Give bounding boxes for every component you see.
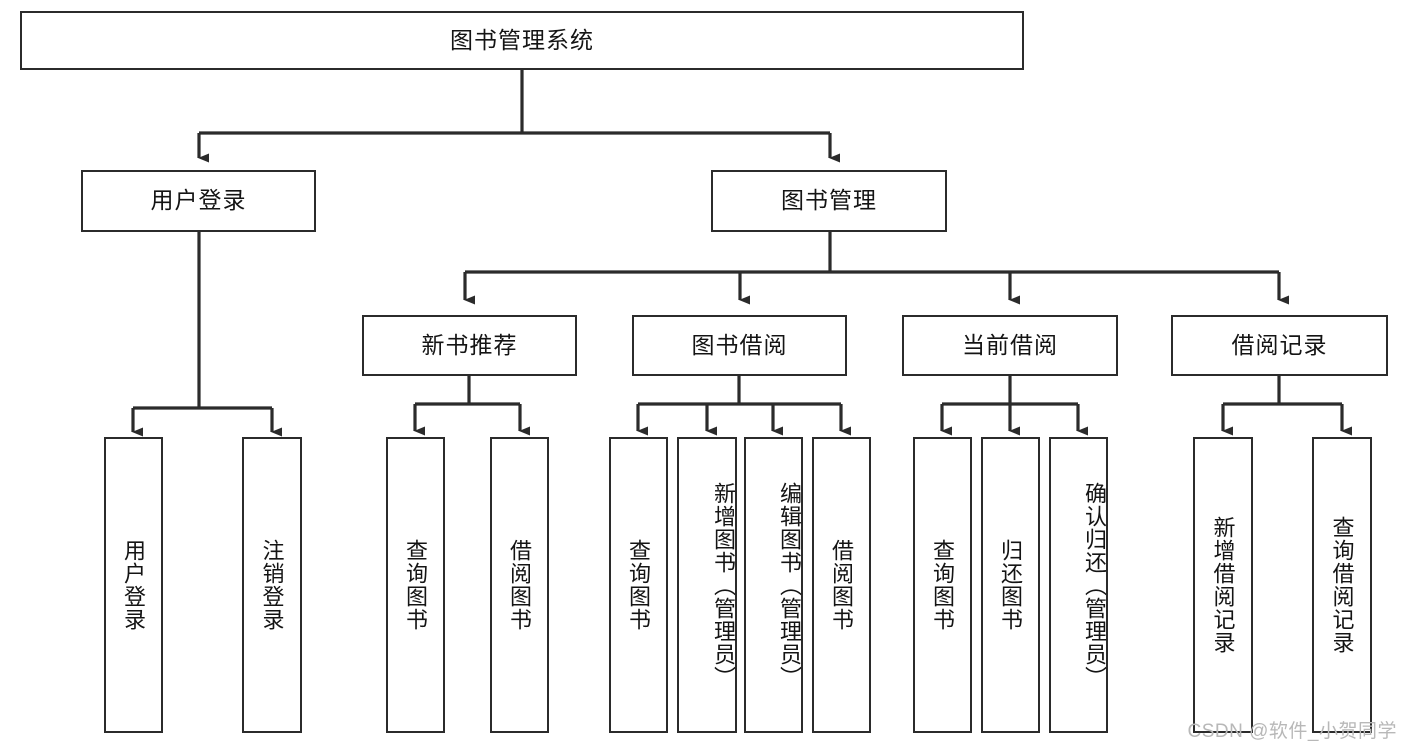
node-user-login[interactable]: 用户登录 xyxy=(81,170,316,232)
node-leaf-query-book-3[interactable]: 查询图书 xyxy=(913,437,972,733)
node-label: 新增图书（管理员） xyxy=(711,481,736,689)
node-label: 图书管理 xyxy=(781,187,877,214)
csdn-watermark: CSDN @软件_小贺同学 xyxy=(1187,721,1397,742)
node-leaf-user-login[interactable]: 用户登录 xyxy=(104,437,163,733)
node-new-book-recommend[interactable]: 新书推荐 xyxy=(362,315,577,376)
node-label: 借阅图书 xyxy=(829,539,855,631)
node-label: 新增借阅记录 xyxy=(1210,516,1236,654)
node-label: 用户登录 xyxy=(121,539,147,631)
node-leaf-add-book[interactable]: 新增图书（管理员） xyxy=(677,437,737,733)
node-label: 查询借阅记录 xyxy=(1329,516,1355,654)
node-label: 新书推荐 xyxy=(421,331,518,358)
node-label: 图书借阅 xyxy=(691,331,788,358)
node-label: 归还图书 xyxy=(998,539,1024,631)
node-label: 查询图书 xyxy=(403,539,429,631)
node-book-manage[interactable]: 图书管理 xyxy=(711,170,947,232)
node-label: 当前借阅 xyxy=(962,331,1058,358)
node-book-borrow[interactable]: 图书借阅 xyxy=(632,315,847,376)
node-label: 用户登录 xyxy=(150,187,247,214)
node-current-borrow[interactable]: 当前借阅 xyxy=(902,315,1118,376)
node-leaf-logout-login[interactable]: 注销登录 xyxy=(242,437,302,733)
node-leaf-add-borrow-record[interactable]: 新增借阅记录 xyxy=(1193,437,1253,733)
node-borrow-record[interactable]: 借阅记录 xyxy=(1171,315,1388,376)
node-title-box[interactable]: 图书管理系统 xyxy=(20,11,1024,70)
node-label: 图书管理系统 xyxy=(450,26,594,53)
node-label: 编辑图书（管理员） xyxy=(777,481,802,689)
node-leaf-return-book[interactable]: 归还图书 xyxy=(981,437,1040,733)
node-leaf-query-book-2[interactable]: 查询图书 xyxy=(609,437,668,733)
node-label: 借阅记录 xyxy=(1231,331,1328,358)
node-leaf-borrow-book-1[interactable]: 借阅图书 xyxy=(490,437,549,733)
node-label: 查询图书 xyxy=(626,539,652,631)
node-label: 注销登录 xyxy=(259,539,285,631)
node-leaf-confirm-return[interactable]: 确认归还（管理员） xyxy=(1049,437,1108,733)
node-label: 借阅图书 xyxy=(507,539,533,631)
node-leaf-borrow-book-2[interactable]: 借阅图书 xyxy=(812,437,871,733)
node-leaf-edit-book[interactable]: 编辑图书（管理员） xyxy=(744,437,803,733)
node-leaf-query-book-1[interactable]: 查询图书 xyxy=(386,437,445,733)
node-label: 查询图书 xyxy=(930,539,956,631)
node-label: 确认归还（管理员） xyxy=(1082,481,1107,689)
node-leaf-query-borrow-record[interactable]: 查询借阅记录 xyxy=(1312,437,1372,733)
